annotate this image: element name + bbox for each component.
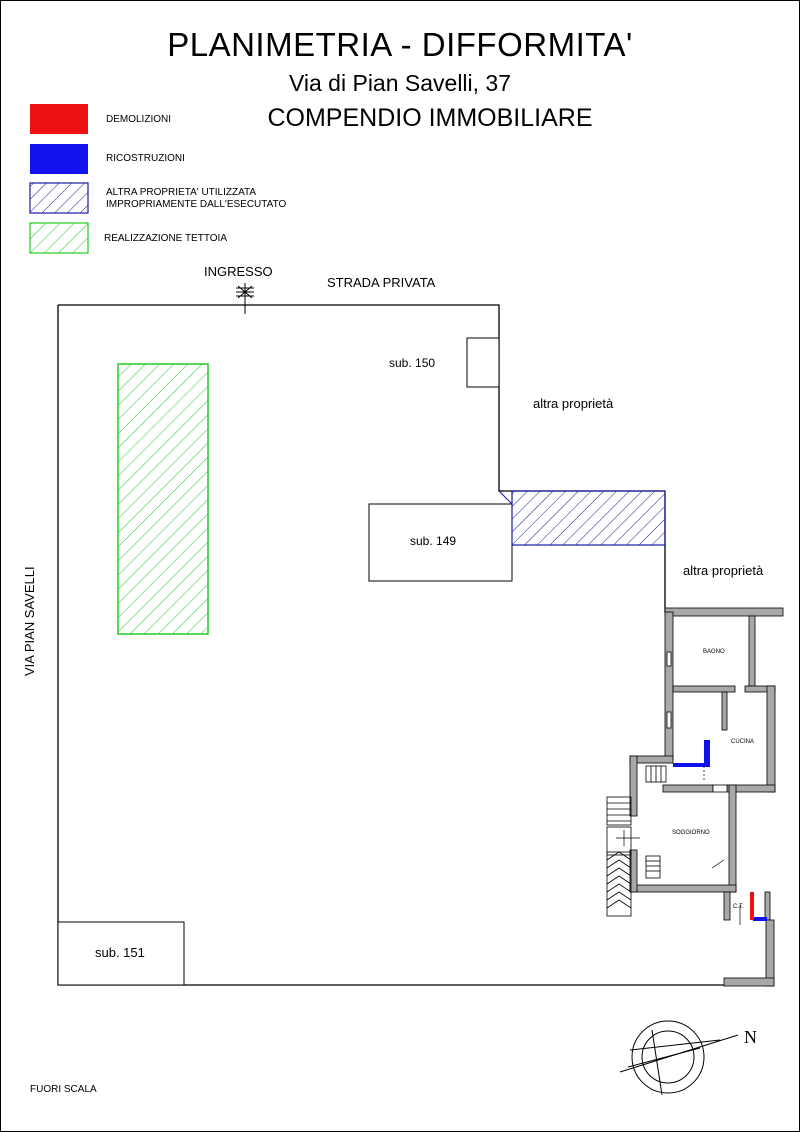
windows <box>666 651 728 793</box>
dwelling-walls <box>629 607 784 987</box>
address-subtitle: Via di Pian Savelli, 37 <box>288 70 512 96</box>
canopy-hatch <box>117 363 209 635</box>
plan-title: PLANIMETRIA - DIFFORMITA' <box>167 26 633 63</box>
scale-note: FUORI SCALA <box>30 1084 97 1095</box>
other-property-hatch <box>511 490 666 546</box>
entrance-gate-icon <box>236 283 254 314</box>
road-label: STRADA PRIVATA <box>327 275 436 290</box>
legend-label-demolition: DEMOLIZIONI <box>106 114 172 125</box>
sub150-box <box>466 337 500 388</box>
reconstruction-wall-kitchen-v <box>704 740 710 766</box>
other-property-label-2: altra proprietà <box>683 563 764 578</box>
sub149-label: sub. 149 <box>410 534 457 548</box>
legend-swatch-reconstruction <box>30 144 88 174</box>
sub151-box <box>57 921 185 986</box>
sub151-label: sub. 151 <box>95 945 145 960</box>
room-ct-label: C.T. <box>733 904 744 910</box>
legend-swatch-other-property <box>29 182 89 214</box>
property-subtitle: COMPENDIO IMMOBILIARE <box>267 104 593 132</box>
entrance-label: INGRESSO <box>204 264 273 279</box>
other-property-label-1: altra proprietà <box>533 396 614 411</box>
sub149-box <box>368 503 513 582</box>
room-bathroom-label: BAGNO <box>703 649 725 655</box>
legend-swatch-canopy <box>29 222 89 254</box>
stairs <box>606 765 667 917</box>
room-living-label: SOGGIORNO <box>672 830 710 836</box>
door-swings <box>616 766 741 925</box>
compass-icon <box>619 1020 739 1096</box>
reconstruction-wall-ct <box>753 917 767 921</box>
sub150-label: sub. 150 <box>389 356 436 370</box>
legend-label-canopy: REALIZZAZIONE TETTOIA <box>104 233 227 244</box>
compass-north-label: N <box>744 1027 757 1047</box>
legend-label-other-property: ALTRA PROPRIETA' UTILIZZATA <box>106 187 257 198</box>
legend-label-reconstruction: RICOSTRUZIONI <box>106 153 185 164</box>
legend-swatch-demolition <box>30 104 88 134</box>
legend-label-other-property-2: IMPROPRIAMENTE DALL'ESECUTATO <box>106 199 287 210</box>
demolition-wall-ct <box>750 892 754 920</box>
street-label: VIA PIAN SAVELLI <box>22 566 37 676</box>
reconstruction-wall-kitchen-h <box>673 763 710 767</box>
room-kitchen-label: CUCINA <box>731 739 755 745</box>
